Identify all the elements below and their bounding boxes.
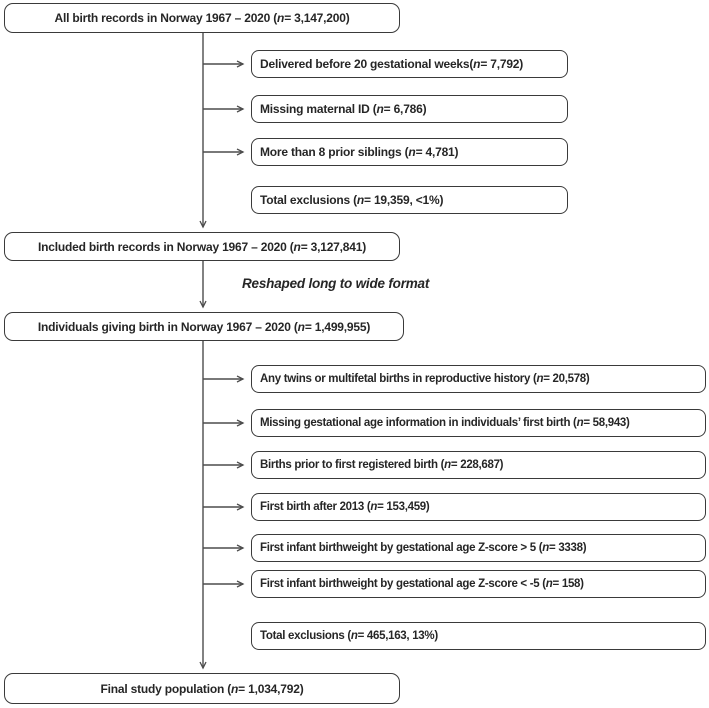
box-excl-delivered-before-20-weeks: Delivered before 20 gestational weeks(n … xyxy=(251,50,568,78)
box-final-study-population: Final study population (n = 1,034,792) xyxy=(4,673,400,704)
box-excl-missing-maternal-id: Missing maternal ID (n = 6,786) xyxy=(251,95,568,123)
box-excl-more-than-8-siblings: More than 8 prior siblings (n = 4,781) xyxy=(251,138,568,166)
box-total-exclusions-stage2: Total exclusions (n = 465,163, 13%) xyxy=(251,622,706,650)
box-all-birth-records: All birth records in Norway 1967 – 2020 … xyxy=(4,3,400,33)
box-included-birth-records: Included birth records in Norway 1967 – … xyxy=(4,232,400,261)
box-excl-births-prior-first-registered: Births prior to first registered birth (… xyxy=(251,451,706,479)
box-excl-zscore-lt-minus-5: First infant birthweight by gestational … xyxy=(251,570,706,598)
box-total-exclusions-stage1: Total exclusions (n = 19,359, <1%) xyxy=(251,186,568,214)
reshape-note: Reshaped long to wide format xyxy=(242,276,430,291)
box-excl-zscore-gt-5: First infant birthweight by gestational … xyxy=(251,534,706,562)
box-excl-first-birth-after-2013: First birth after 2013 (n = 153,459) xyxy=(251,493,706,521)
box-excl-missing-gestational-age: Missing gestational age information in i… xyxy=(251,409,706,437)
box-excl-twins-multifetal: Any twins or multifetal births in reprod… xyxy=(251,365,706,393)
box-individuals-giving-birth: Individuals giving birth in Norway 1967 … xyxy=(4,312,404,341)
